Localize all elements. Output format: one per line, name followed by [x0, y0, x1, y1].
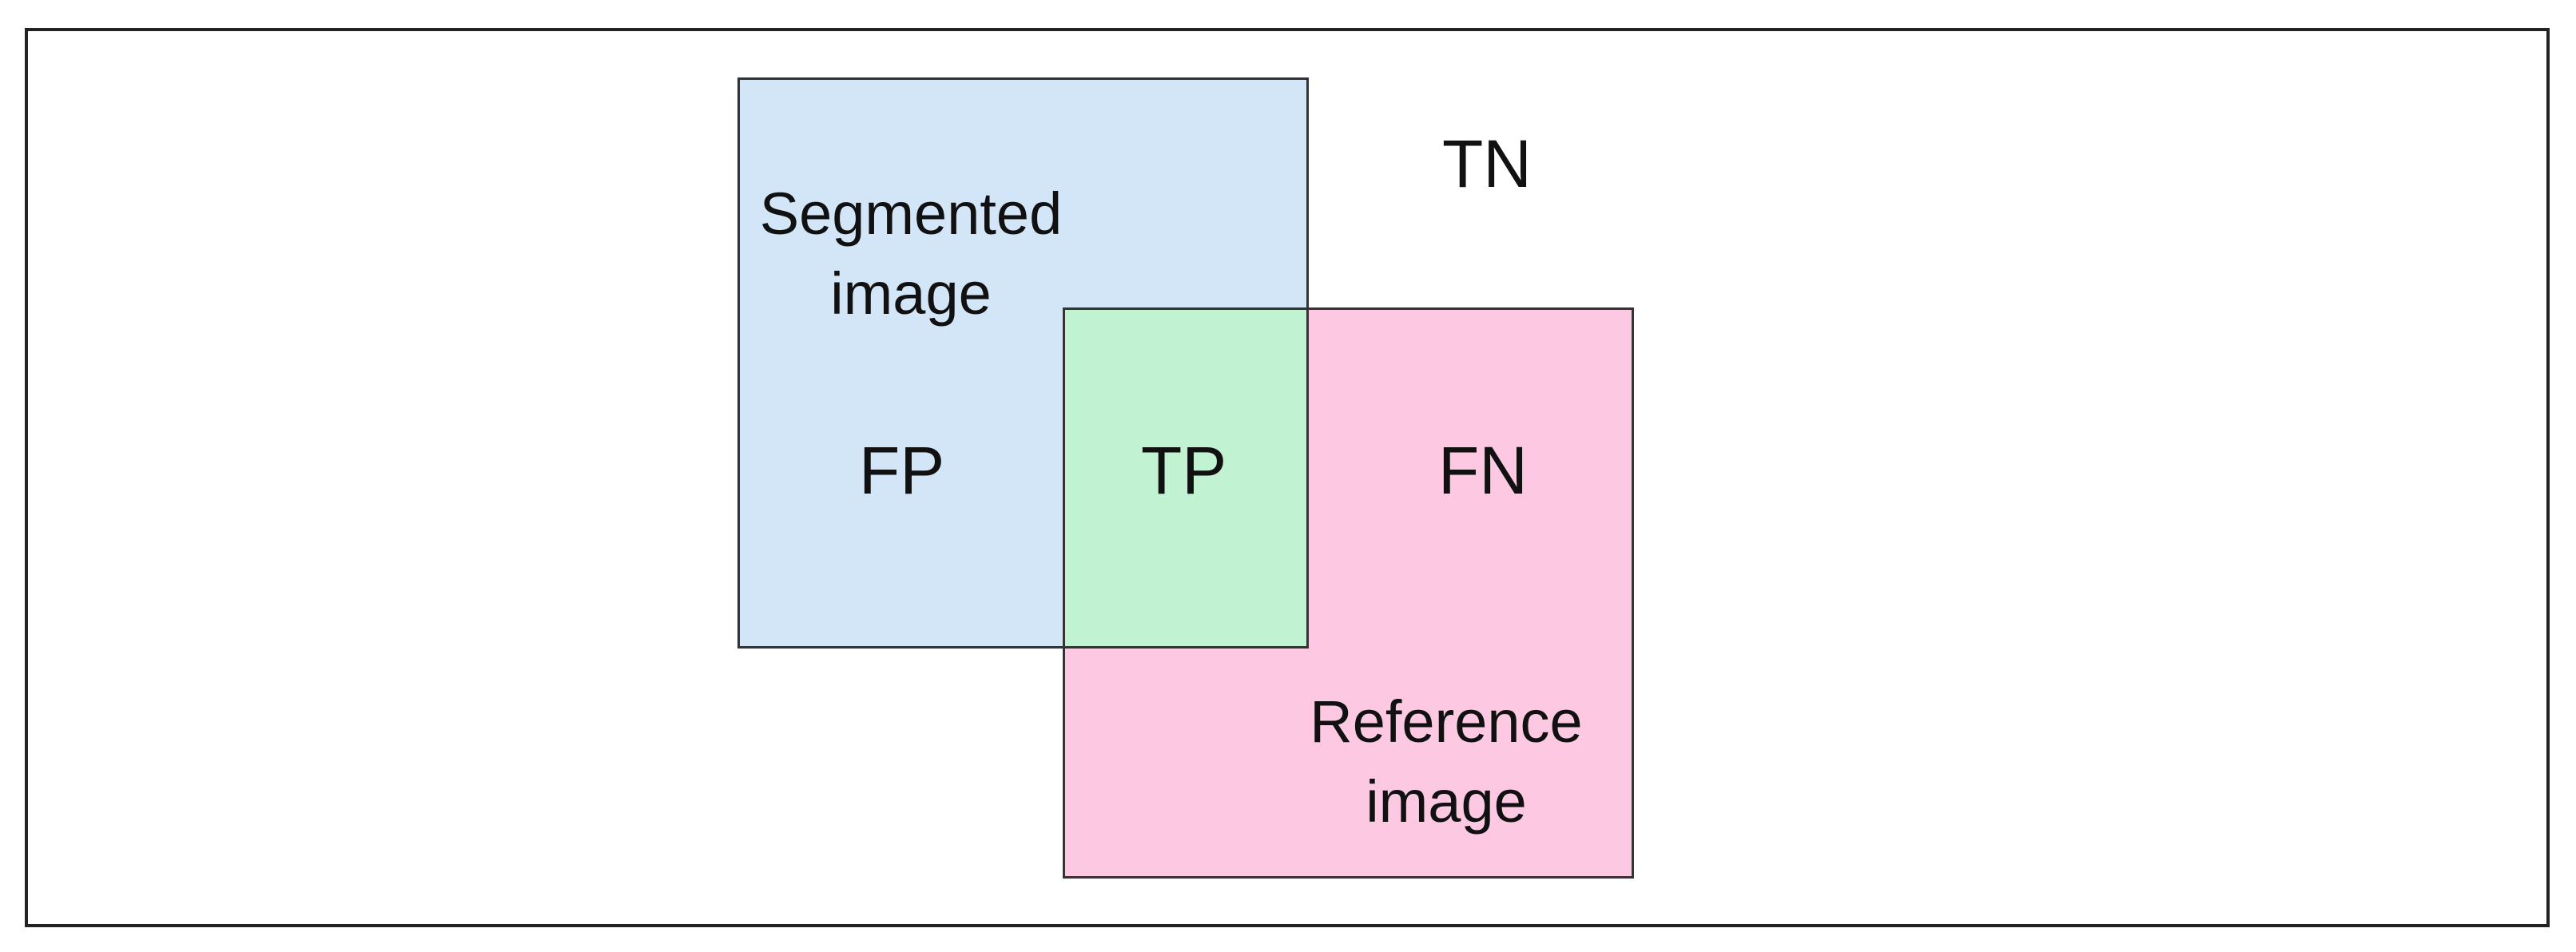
fn-label: FN [1438, 433, 1528, 508]
segmented-image-label: Segmented image [751, 174, 1071, 334]
segmented-label-line1: Segmented [759, 180, 1063, 247]
overlap-region [1063, 307, 1309, 649]
segmented-label-line2: image [830, 260, 992, 327]
reference-label-line1: Reference [1310, 688, 1583, 755]
tn-label: TN [1442, 126, 1532, 201]
fp-label: FP [859, 433, 945, 508]
reference-label-line2: image [1366, 768, 1527, 835]
tp-label: TP [1141, 433, 1227, 508]
reference-image-label: Reference image [1286, 682, 1606, 842]
